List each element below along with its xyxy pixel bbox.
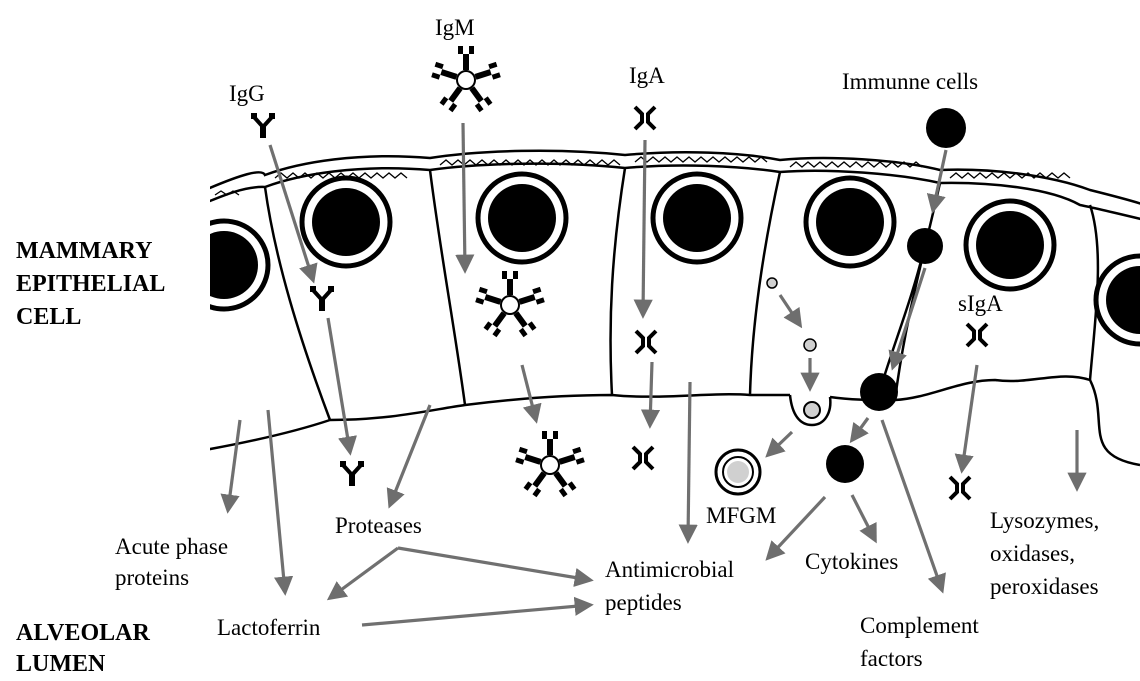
immune-cells-label: Immunne cells: [842, 68, 978, 95]
immune-migration-path: [880, 245, 925, 390]
mfgm-label: MFGM: [706, 502, 776, 529]
complement-label-1: Complement: [860, 612, 979, 639]
acute-phase-arrow: [228, 420, 240, 510]
iga-arrow-2: [650, 362, 652, 425]
antimicrobial-arrow: [688, 382, 690, 540]
nucleus-6: [966, 201, 1054, 289]
mfgm-globule: [716, 450, 760, 494]
lysozymes-label-2: oxidases,: [990, 540, 1075, 567]
immune-cell-1: [926, 108, 966, 148]
region-label-lumen-2: LUMEN: [16, 648, 105, 681]
igm-molecule-lumen: [515, 431, 585, 497]
igg-molecule-lumen: [340, 461, 364, 486]
siga-molecule-intracellular: [967, 324, 987, 346]
nucleus-2: [302, 178, 390, 266]
complement-label-2: factors: [860, 645, 923, 672]
acute-phase-label-2: proteins: [115, 564, 189, 591]
igg-arrow-2: [328, 318, 350, 452]
iga-molecule-top: [635, 107, 655, 129]
region-label-lumen-1: ALVEOLAR: [16, 617, 150, 650]
proteases-to-lactoferrin-arrow: [330, 548, 398, 598]
cell-wall-2: [430, 170, 465, 405]
igg-molecule-lumen-top: [251, 113, 275, 138]
cytokines-arrow: [852, 495, 875, 540]
cell-wall-3: [611, 168, 625, 395]
igm-molecule-top: [431, 46, 501, 112]
igm-arrow-2: [522, 365, 536, 420]
immune-cell-4: [826, 445, 864, 483]
proteases-to-antimicrobial-arrow: [398, 548, 590, 580]
nucleus-1: [180, 221, 268, 309]
vesicle-budding: [804, 402, 820, 418]
nucleus-4: [653, 174, 741, 262]
region-label-cell-2: EPITHELIAL: [16, 268, 165, 301]
cytokines-label: Cytokines: [805, 548, 898, 575]
nucleus-7: [1096, 256, 1140, 344]
lactoferrin-arrow: [268, 410, 285, 592]
igm-molecule-intracellular: [475, 271, 545, 337]
vesicle-arrow-1: [780, 295, 800, 325]
lysozymes-label-3: peroxidases: [990, 573, 1099, 600]
antimicrobial-label-1: Antimicrobial: [605, 556, 734, 583]
igm-arrow-1: [463, 123, 465, 270]
iga-molecule-intracellular: [636, 331, 656, 353]
antimicrobial-label-2: peptides: [605, 589, 682, 616]
igg-molecule-intracellular: [310, 286, 334, 311]
vesicle-small-1: [767, 278, 777, 288]
lactoferrin-to-antimicrobial-arrow: [362, 605, 590, 625]
igg-label: IgG: [229, 80, 265, 107]
igm-label: IgM: [435, 14, 475, 41]
iga-label: IgA: [629, 62, 665, 89]
siga-arrow: [962, 365, 977, 470]
region-label-cell-1: MAMMARY: [16, 235, 152, 268]
siga-molecule-lumen: [950, 477, 970, 499]
lysozymes-label-1: Lysozymes,: [990, 507, 1099, 534]
acute-phase-label-1: Acute phase: [115, 533, 228, 560]
vesicle-small-2: [804, 339, 816, 351]
region-label-cell-3: CELL: [16, 301, 81, 334]
proteases-arrow: [390, 405, 430, 505]
vesicle-arrow-3: [768, 432, 792, 455]
immune-cell-3: [860, 373, 898, 411]
nucleus-3: [478, 174, 566, 262]
immune-arrow-3: [852, 418, 868, 440]
immune-arrow-2: [893, 268, 925, 367]
siga-label: sIgA: [958, 290, 1003, 317]
proteases-label: Proteases: [335, 512, 422, 539]
immune-cell-2: [907, 228, 943, 264]
nucleus-5: [806, 178, 894, 266]
iga-arrow-1: [643, 140, 645, 315]
lactoferrin-label: Lactoferrin: [217, 614, 320, 641]
iga-molecule-lumen: [633, 447, 653, 469]
